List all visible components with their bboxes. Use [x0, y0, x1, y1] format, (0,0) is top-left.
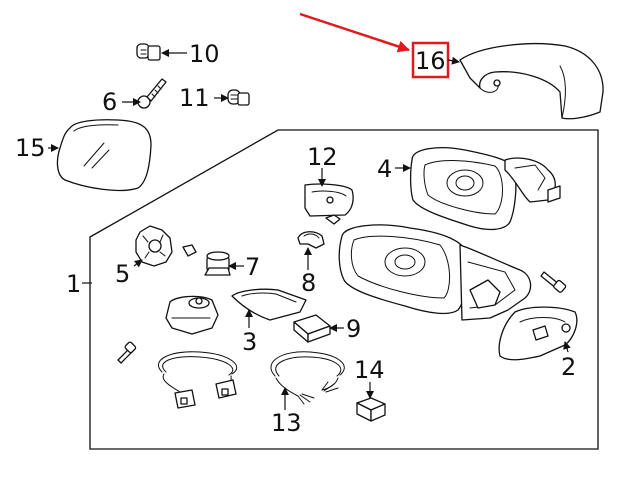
part-13-wire-harness[interactable] [270, 351, 345, 405]
part-16-mirror-cover[interactable] [459, 43, 604, 120]
callout-9: 9 [346, 315, 361, 343]
callout-15: 15 [15, 134, 46, 162]
part-4-mirror-housing[interactable] [409, 147, 561, 231]
part-9-connector[interactable] [293, 314, 331, 343]
part-8-clip[interactable] [297, 231, 325, 249]
highlight-arrow [299, 12, 410, 53]
part-12-housing-piece[interactable] [304, 183, 354, 225]
part-15-mirror-glass[interactable] [56, 119, 152, 192]
callout-12: 12 [307, 143, 338, 171]
part-3-cover-plate[interactable] [231, 288, 307, 321]
motor-unit[interactable] [165, 295, 219, 335]
assembly-boundary [89, 129, 599, 450]
part-14-connector-block[interactable] [356, 397, 386, 422]
callout-11: 11 [179, 84, 210, 112]
callout-10: 10 [189, 40, 220, 68]
wire-harness-left[interactable] [158, 351, 238, 409]
loose-screw[interactable] [117, 341, 137, 364]
callout-7: 7 [245, 253, 260, 281]
part-11-bulb[interactable] [227, 89, 250, 106]
callout-2: 2 [561, 353, 576, 381]
body-screw[interactable] [540, 271, 567, 293]
part-7-actuator[interactable] [204, 251, 231, 276]
callout-14: 14 [354, 356, 385, 384]
callout-1: 1 [66, 270, 81, 298]
callout-13: 13 [271, 409, 302, 437]
main-mirror-body[interactable] [338, 224, 532, 321]
callout-16: 16 [415, 47, 446, 75]
part-6-screw[interactable] [137, 78, 167, 109]
callout-3: 3 [242, 328, 257, 356]
part-5-motor-gear[interactable] [135, 225, 197, 267]
callout-4: 4 [377, 155, 392, 183]
leader-lines [48, 49, 571, 410]
callout-5: 5 [115, 260, 130, 288]
callout-6: 6 [102, 88, 117, 116]
part-10-bulb-socket[interactable] [136, 43, 161, 61]
callout-8: 8 [301, 269, 316, 297]
part-2-lower-cover[interactable] [498, 306, 578, 361]
